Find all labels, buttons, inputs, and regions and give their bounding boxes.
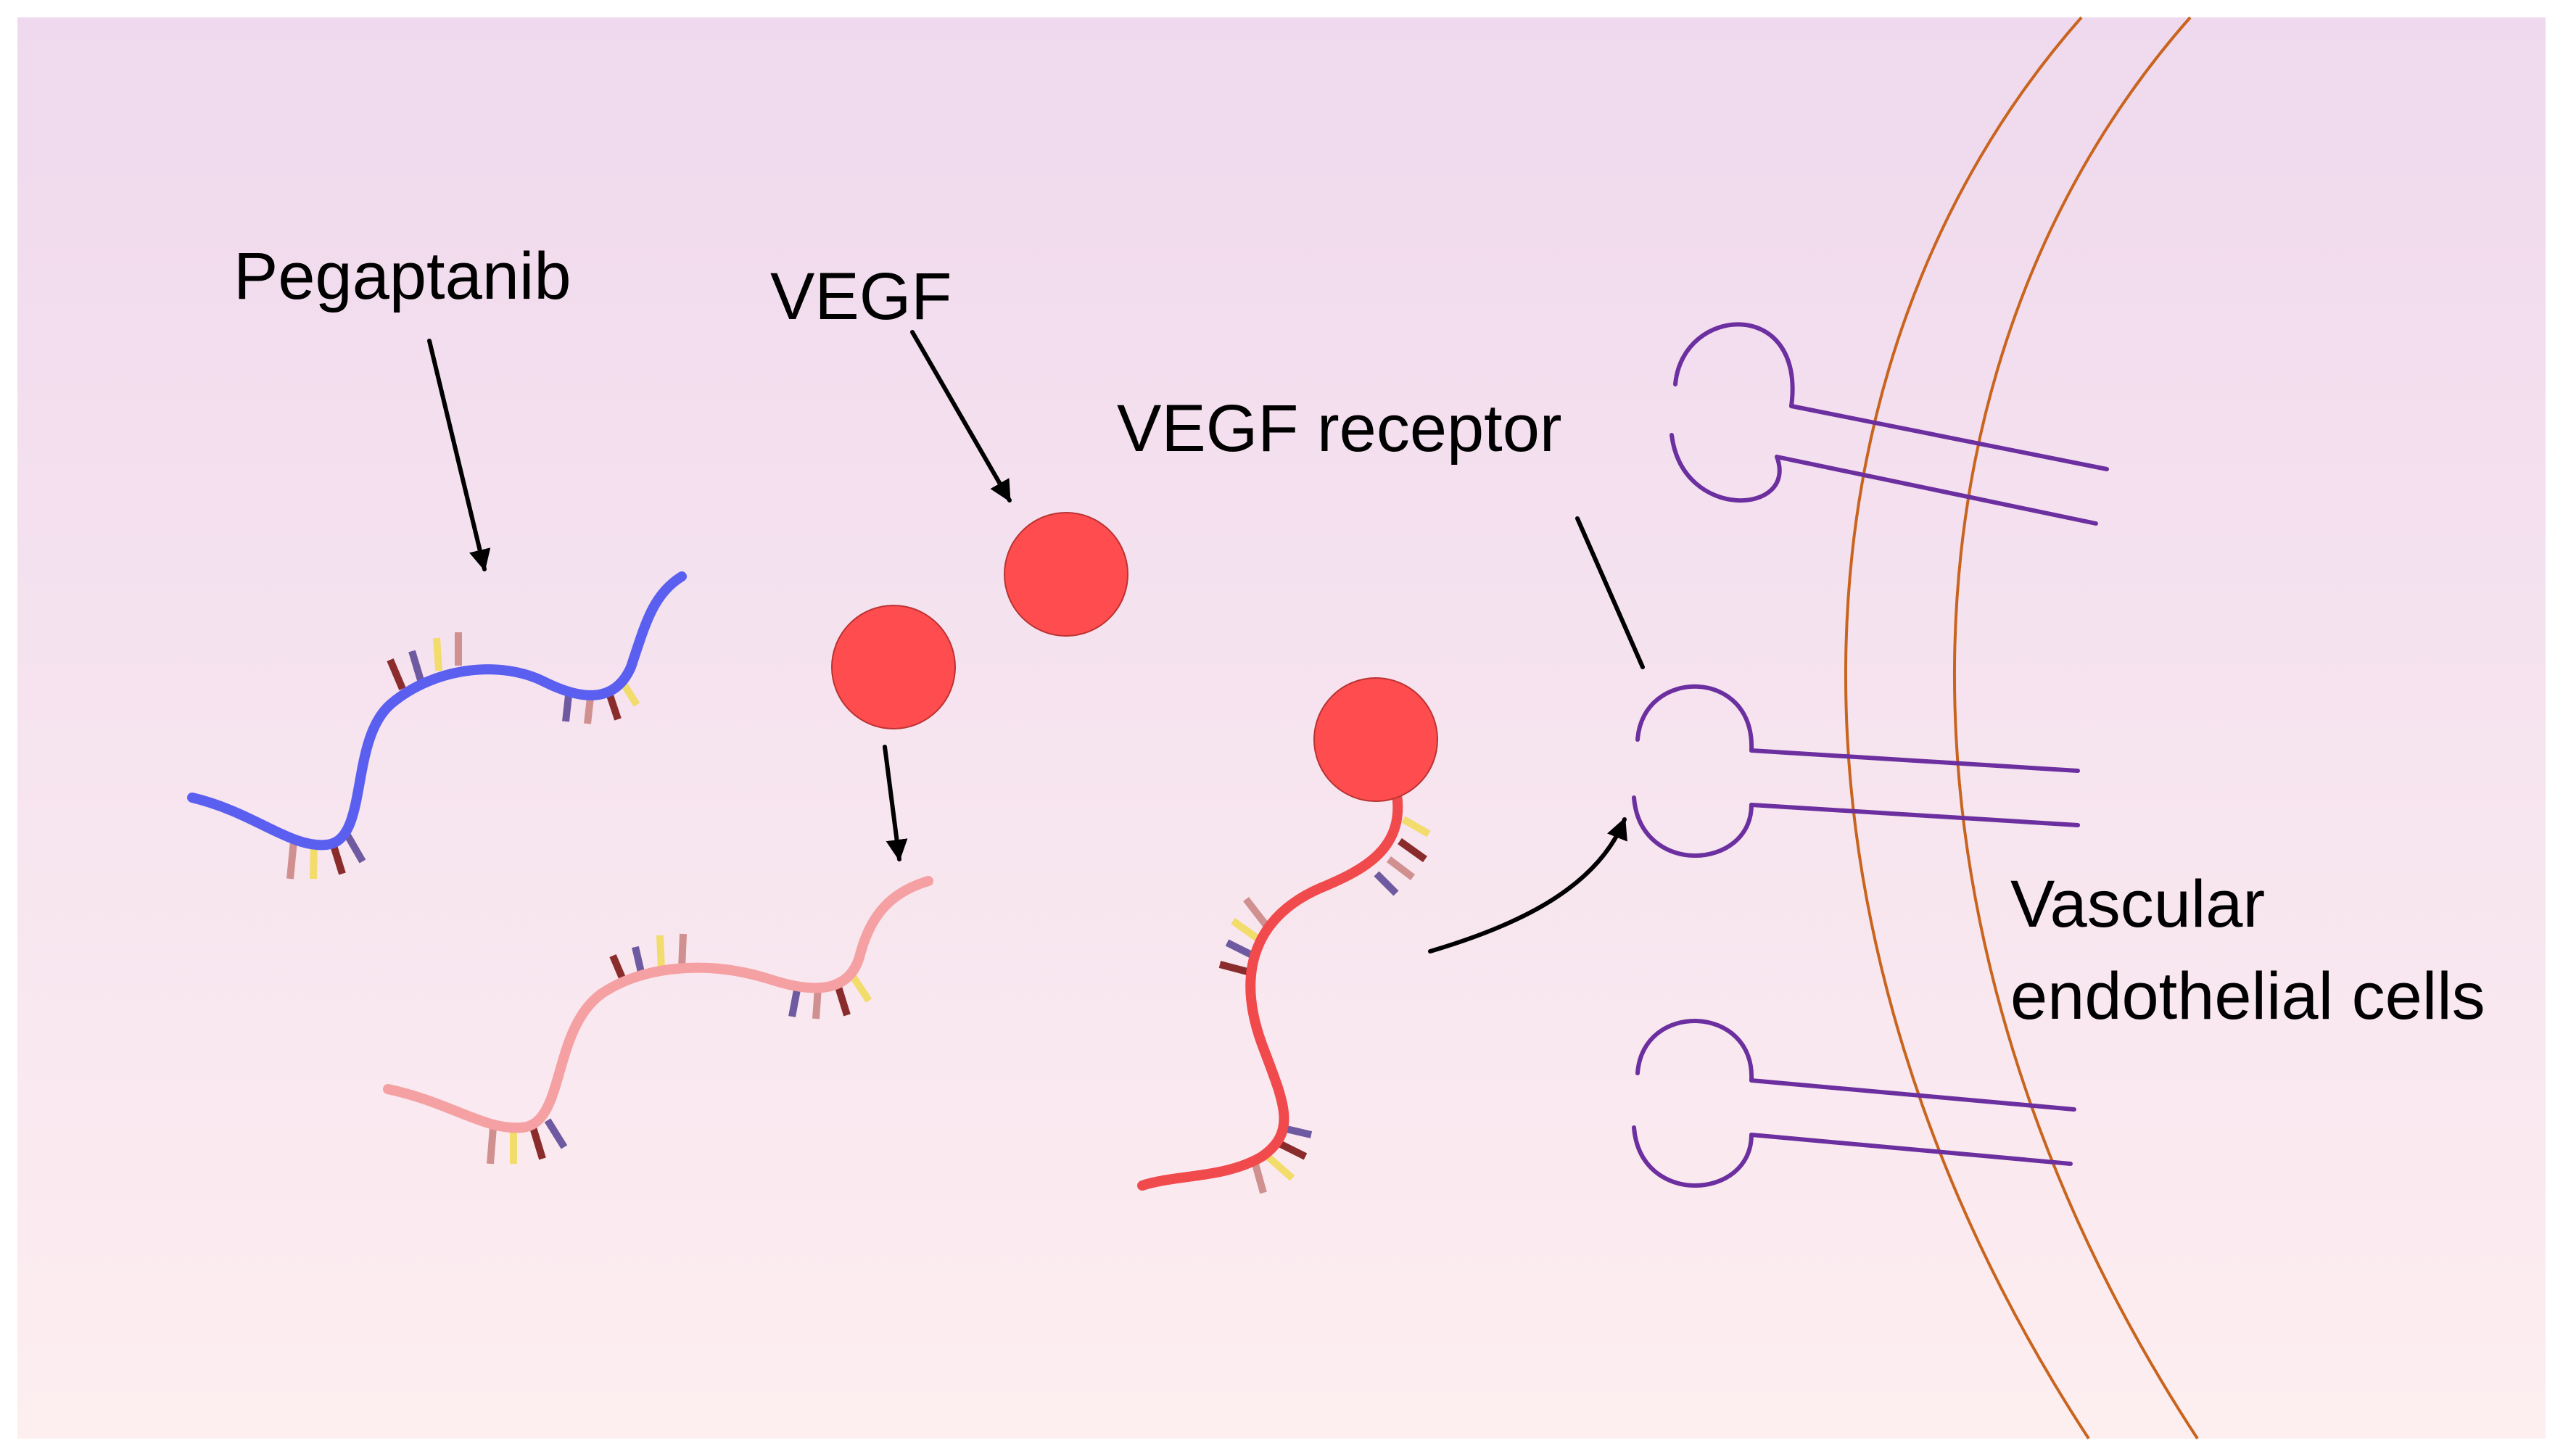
background [17, 17, 2546, 1439]
vegf-molecule [831, 605, 956, 729]
vegf-receptors [1632, 322, 2109, 1188]
pointer-vegf-receptor [1575, 516, 1645, 669]
receptor-middle [1632, 684, 2080, 858]
receptor-bottom [1632, 1019, 2076, 1188]
arrow-bound-to-receptor [1428, 817, 1627, 954]
membrane-inner-line [1953, 16, 2199, 1440]
pegaptanib-inactive [383, 876, 933, 1165]
label-pegaptanib: Pegaptanib [234, 239, 571, 313]
arrow-vegf [910, 330, 1012, 502]
pegaptanib-bound [1137, 785, 1431, 1194]
receptor-top [1670, 322, 2109, 526]
strand-bound [1137, 785, 1403, 1191]
label-cells-line2: endothelial cells [2010, 959, 2485, 1033]
pegaptanib-free [187, 571, 687, 880]
strand-free [187, 571, 687, 851]
arrows [427, 330, 1645, 954]
bases-bound [1218, 816, 1431, 1194]
bases-inactive [487, 933, 872, 1165]
strand-inactive [383, 876, 933, 1133]
cell-membrane [1844, 16, 2199, 1440]
vegf-molecules [831, 512, 1438, 802]
vegf-molecule [1004, 512, 1128, 637]
label-cells-line1: Vascular [2010, 867, 2265, 941]
label-vegf: VEGF [770, 260, 952, 334]
arrow-pegaptanib [427, 339, 491, 571]
membrane-outer-line [1844, 16, 2090, 1440]
arrow-vegf-to-pegaptanib [883, 745, 908, 861]
label-vegf-receptor: VEGF receptor [1117, 392, 1562, 466]
vegf-molecule-bound [1313, 677, 1438, 802]
